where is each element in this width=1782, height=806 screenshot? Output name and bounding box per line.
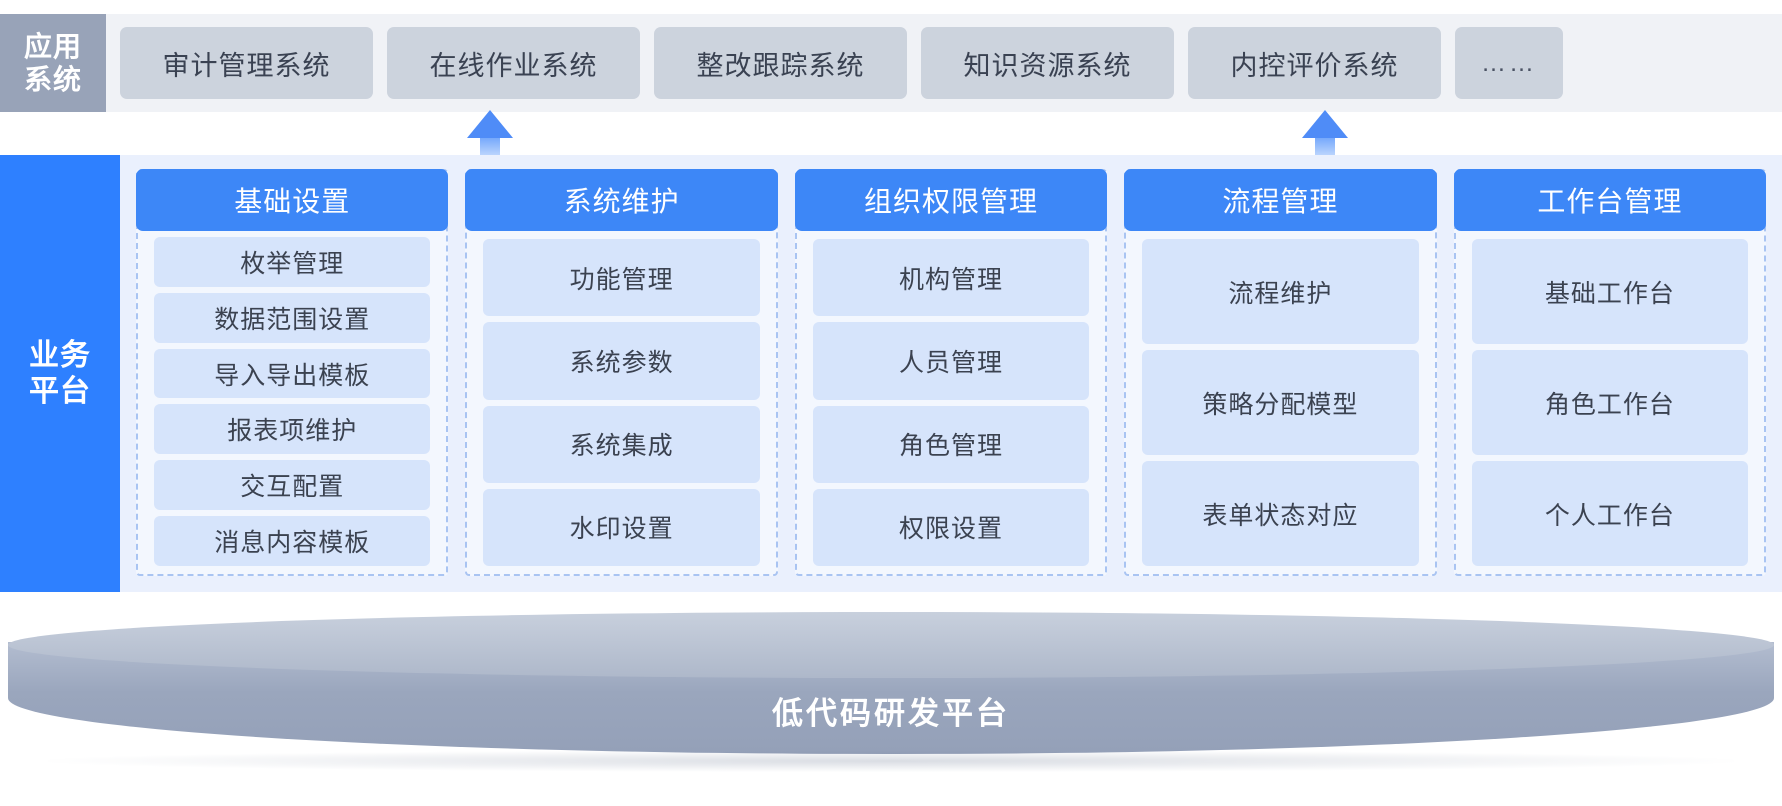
module-item[interactable]: 个人工作台	[1471, 461, 1749, 566]
app-system-card-knowledge[interactable]: 知识资源系统	[921, 27, 1174, 99]
business-platform-label: 业务 平台	[0, 155, 120, 592]
foundation-platform: 低代码研发平台	[8, 604, 1774, 786]
module-item-list: 基础工作台 角色工作台 个人工作台	[1456, 231, 1764, 568]
arrow-head	[467, 110, 513, 138]
module-item-list: 功能管理 系统参数 系统集成 水印设置	[467, 231, 775, 568]
module-item[interactable]: 角色工作台	[1471, 350, 1749, 455]
module-item[interactable]: 功能管理	[483, 239, 760, 317]
application-layer-label-line-2: 系统	[23, 64, 82, 95]
module-item[interactable]: 导入导出模板	[154, 348, 431, 399]
module-item-list: 机构管理 人员管理 角色管理 权限设置	[797, 231, 1105, 568]
module-item[interactable]: 系统参数	[483, 322, 760, 400]
arrow-head	[1302, 110, 1348, 138]
business-platform-groups: 基础设置 枚举管理 数据范围设置 导入导出模板 报表项维护 交互配置 消息内容模…	[120, 155, 1782, 592]
module-group-title[interactable]: 流程管理	[1124, 169, 1437, 231]
application-layer-label: 应用 系统	[0, 14, 106, 112]
module-item[interactable]: 权限设置	[812, 488, 1090, 566]
module-group-title[interactable]: 系统维护	[465, 169, 778, 231]
business-platform-label-line-1: 业务	[29, 338, 91, 372]
module-group-org-permission: 组织权限管理 机构管理 人员管理 角色管理 权限设置	[794, 169, 1108, 576]
application-layer-label-line-1: 应用	[23, 30, 82, 62]
app-system-label: 整改跟踪系统	[696, 50, 865, 81]
app-system-label: 知识资源系统	[963, 50, 1132, 81]
module-item[interactable]: 角色管理	[812, 405, 1090, 483]
module-item[interactable]: 消息内容模板	[154, 516, 431, 566]
app-system-label: 内控评价系统	[1230, 50, 1399, 81]
module-group-workbench-management: 工作台管理 基础工作台 角色工作台 个人工作台	[1453, 169, 1767, 576]
module-group-title[interactable]: 工作台管理	[1453, 169, 1767, 231]
business-platform-label-line-2: 平台	[29, 374, 91, 408]
ellipsis-label: ……	[1481, 48, 1537, 77]
module-item[interactable]: 人员管理	[812, 322, 1090, 400]
app-system-card-rectification[interactable]: 整改跟踪系统	[654, 27, 907, 99]
application-layer: 应用 系统 审计管理系统 在线作业系统 整改跟踪系统 知识资源系统 内控评价系统…	[0, 14, 1782, 112]
module-item[interactable]: 机构管理	[812, 239, 1090, 317]
module-item-list: 流程维护 策略分配模型 表单状态对应	[1126, 231, 1434, 568]
module-group-basic-settings: 基础设置 枚举管理 数据范围设置 导入导出模板 报表项维护 交互配置 消息内容模…	[136, 169, 449, 576]
app-system-card-audit[interactable]: 审计管理系统	[120, 27, 373, 99]
business-platform-layer: 业务 平台 基础设置 枚举管理 数据范围设置 导入导出模板 报表项维护 交互配置…	[0, 155, 1782, 592]
module-item[interactable]: 水印设置	[483, 488, 760, 566]
module-item[interactable]: 报表项维护	[154, 404, 431, 455]
module-item[interactable]: 交互配置	[154, 460, 431, 511]
module-group-title[interactable]: 组织权限管理	[794, 169, 1108, 231]
module-item[interactable]: 表单状态对应	[1142, 461, 1419, 566]
app-system-label: 在线作业系统	[429, 50, 598, 81]
module-group-title[interactable]: 基础设置	[136, 169, 449, 231]
module-group-process-management: 流程管理 流程维护 策略分配模型 表单状态对应	[1124, 169, 1437, 576]
module-item[interactable]: 系统集成	[483, 405, 760, 483]
app-system-label: 审计管理系统	[162, 50, 331, 81]
app-system-card-online-work[interactable]: 在线作业系统	[387, 27, 640, 99]
app-system-card-more[interactable]: ……	[1455, 27, 1563, 99]
foundation-platform-label: 低代码研发平台	[772, 696, 1010, 731]
module-item[interactable]: 流程维护	[1142, 239, 1419, 344]
application-systems-strip: 审计管理系统 在线作业系统 整改跟踪系统 知识资源系统 内控评价系统 ……	[106, 14, 1782, 112]
module-group-system-maintenance: 系统维护 功能管理 系统参数 系统集成 水印设置	[465, 169, 778, 576]
module-item-list: 枚举管理 数据范围设置 导入导出模板 报表项维护 交互配置 消息内容模板	[138, 231, 446, 568]
module-item[interactable]: 基础工作台	[1471, 239, 1749, 344]
module-item[interactable]: 数据范围设置	[154, 292, 431, 343]
platform-shadow	[48, 750, 1734, 772]
module-item[interactable]: 枚举管理	[154, 237, 431, 287]
platform-cylinder-top	[8, 612, 1774, 678]
app-system-card-internal-control[interactable]: 内控评价系统	[1188, 27, 1441, 99]
module-item[interactable]: 策略分配模型	[1142, 350, 1419, 455]
